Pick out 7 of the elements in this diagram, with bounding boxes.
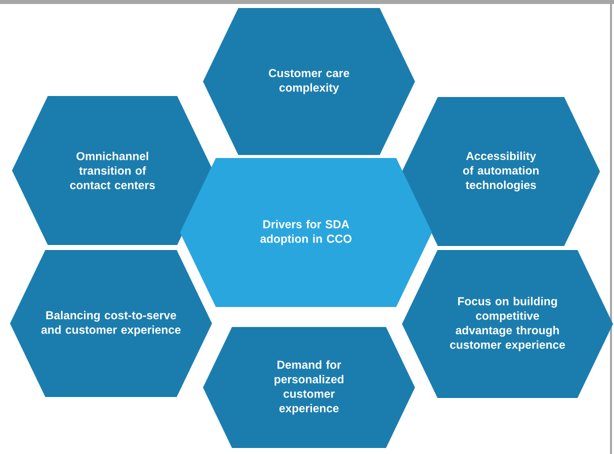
hexagon: Drivers for SDA adoption in CCO bbox=[180, 158, 432, 307]
hexagon: Accessibility of automation technologies bbox=[402, 97, 600, 246]
hexagon: Focus on building competitive advantage through customer experience bbox=[402, 250, 613, 398]
hexagon: Omnichannel transition of contact centers bbox=[12, 96, 213, 245]
hexagon: Customer care complexity bbox=[203, 8, 415, 155]
hexagon: Balancing cost-to-serve and customer experience bbox=[10, 250, 212, 397]
hexagon: Demand for personalized customer experience bbox=[203, 327, 415, 448]
